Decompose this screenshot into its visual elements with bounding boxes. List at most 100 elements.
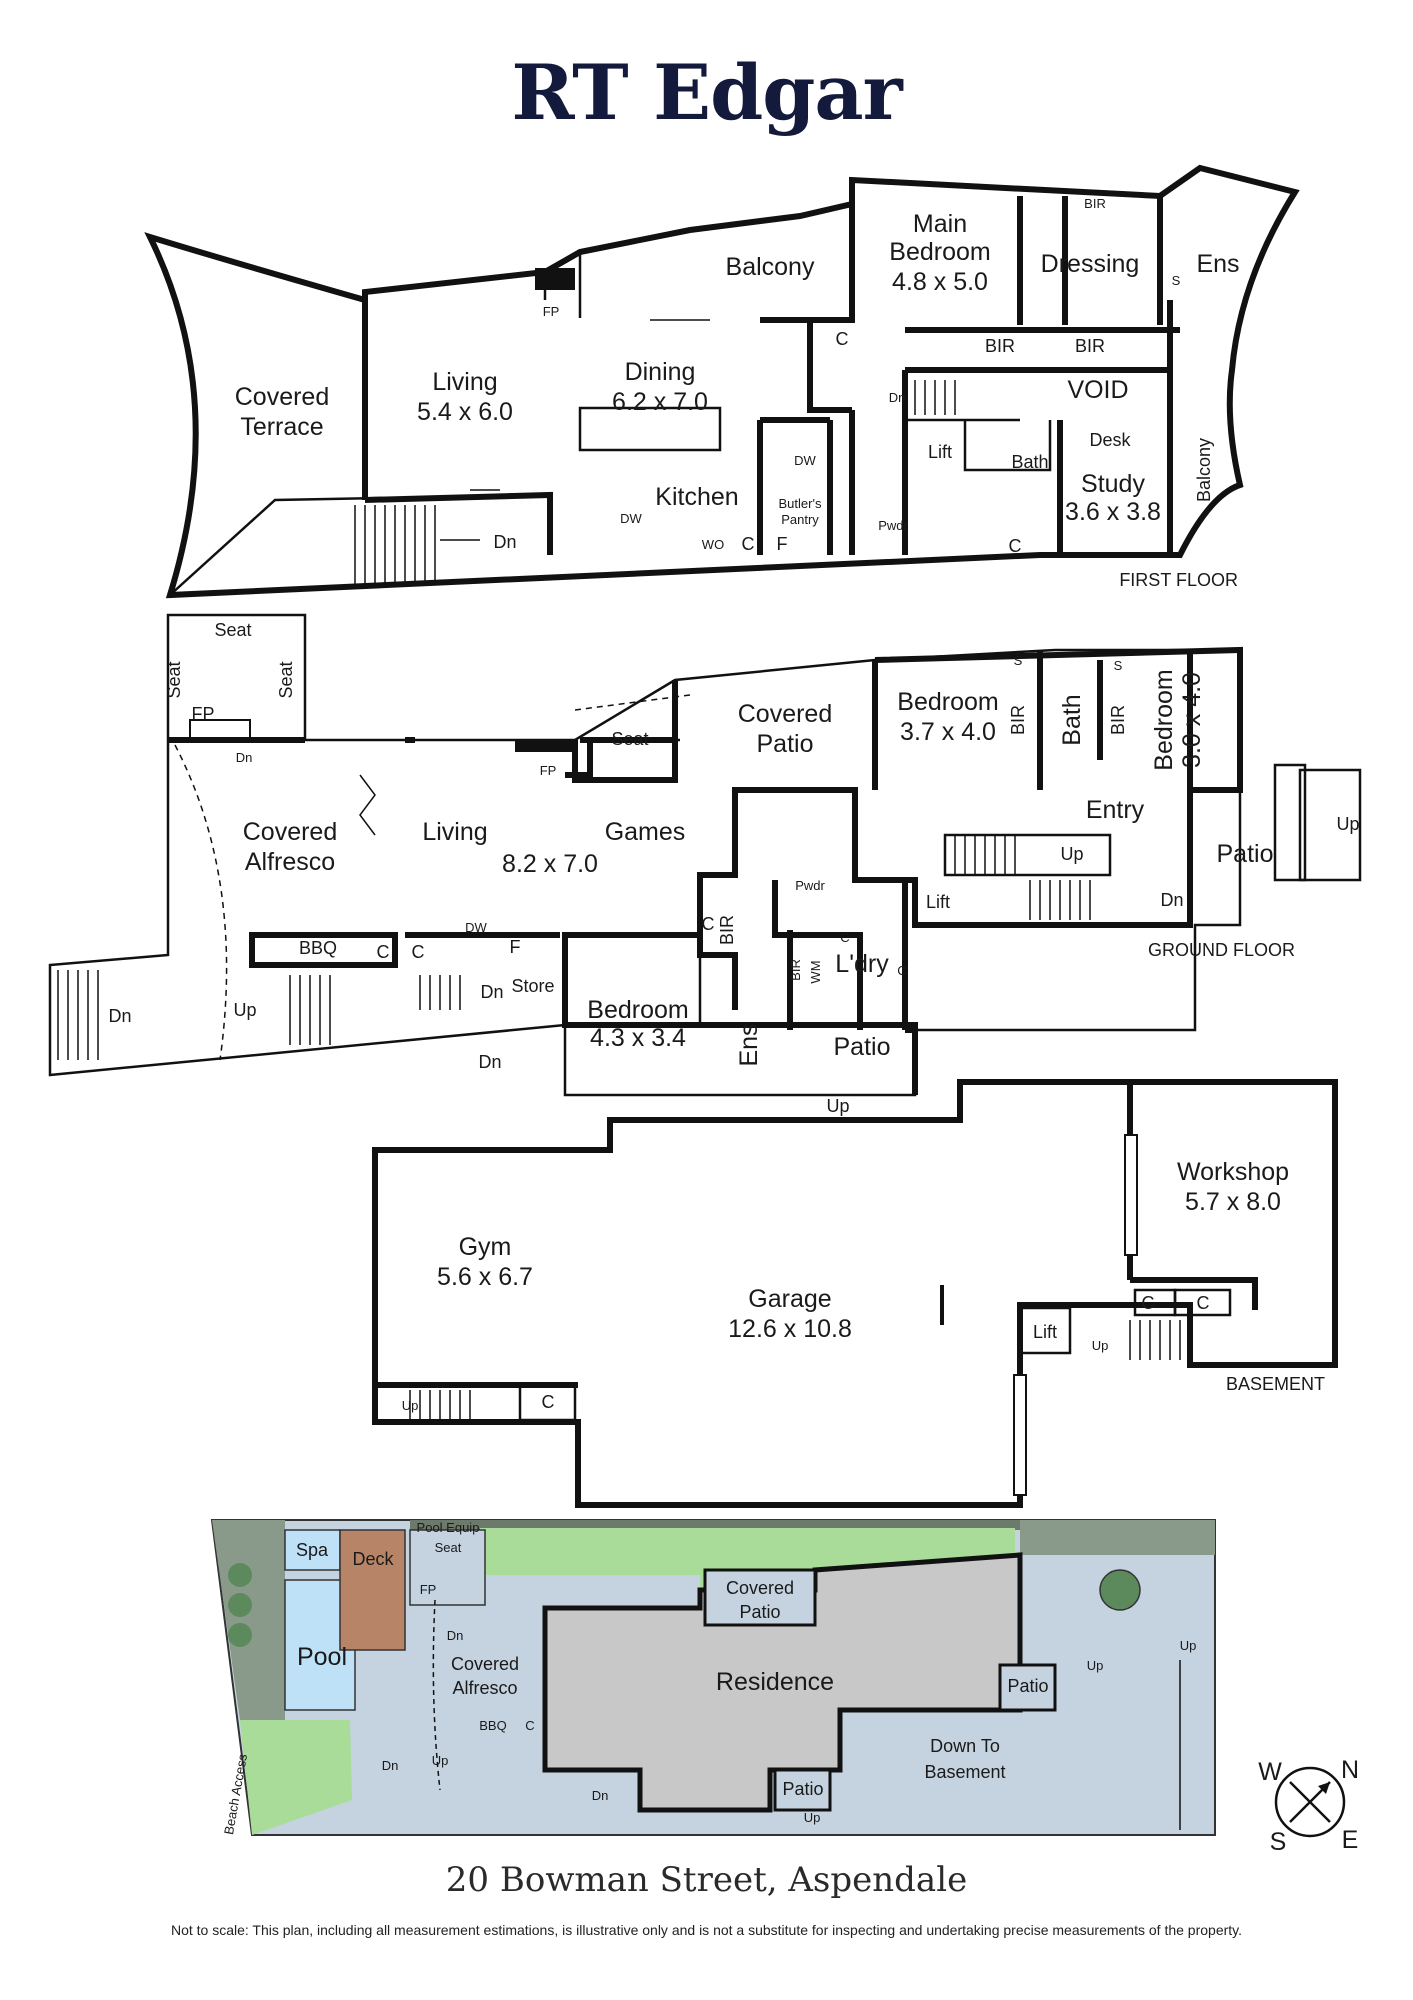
bir-label-3: BIR (1084, 196, 1106, 211)
disclaimer-text: Not to scale: This plan, including all m… (170, 1922, 1243, 1938)
bir-label-ground-2: BIR (1108, 705, 1128, 735)
up-label-basement-2: Up (402, 1398, 419, 1413)
cupboard-label-ground-3: C (702, 914, 715, 934)
cupboard-label: C (742, 534, 755, 554)
fireplace-icon (535, 268, 575, 290)
site-bbq-label: BBQ (479, 1718, 506, 1733)
basement: Gym 5.6 x 6.7 Garage 12.6 x 10.8 Worksho… (372, 1079, 1338, 1508)
living-games-size: 8.2 x 7.0 (502, 850, 598, 878)
powder-label: Pwdr (878, 518, 908, 533)
cupboard-label-ground-5: C (412, 942, 425, 962)
ground-dn-label: Dn (236, 750, 253, 765)
ground-floor-label: GROUND FLOOR (1148, 940, 1295, 960)
bir-label-ground-4: BIR (717, 915, 737, 945)
ensuite-label: Ens (1196, 250, 1239, 278)
site-covered-patio-label: Covered (726, 1578, 794, 1598)
games-label: Games (605, 818, 686, 846)
site-patio-label: Patio (1007, 1676, 1048, 1696)
garage-label: Garage (748, 1285, 831, 1313)
dn-label-entry: Dn (1160, 890, 1183, 910)
study-label: Study (1081, 470, 1145, 498)
dining-size: 6.2 x 7.0 (612, 388, 708, 416)
basement-stairs (409, 1320, 1181, 1420)
covered-alfresco-label: Covered (243, 818, 338, 846)
stair-dn-label: Dn (493, 532, 516, 552)
butlers-pantry-label: Butler's (779, 496, 822, 511)
site-fp-label: FP (420, 1582, 437, 1597)
cupboard-label-3: C (1009, 536, 1022, 556)
ground-fireplace-icon (515, 740, 575, 752)
bedroom-2-size: 3.0 x 4.0 (1178, 672, 1206, 768)
up-label-2: Up (1060, 844, 1083, 864)
compass-w: W (1258, 1758, 1282, 1786)
ground-fp-label-2: FP (540, 763, 557, 778)
ground-floor-stairs (57, 835, 1091, 1060)
seat-label: Seat (214, 620, 251, 640)
seat-label-3: Seat (276, 661, 296, 698)
bir-label-ground-3: BIR (788, 959, 803, 981)
site-residence-label: Residence (716, 1668, 834, 1696)
spa-label: Spa (296, 1540, 329, 1560)
entry-stair-up (943, 833, 1112, 877)
store-label: Store (511, 976, 554, 996)
bedroom-label: Bedroom (897, 688, 998, 716)
lift-label: Lift (928, 442, 952, 462)
living-label-ground: Living (422, 818, 487, 846)
basement-label: BASEMENT (1226, 1374, 1325, 1394)
dining-label: Dining (625, 358, 696, 386)
compass-n: N (1341, 1756, 1359, 1784)
bath-label: Bath (1011, 452, 1048, 472)
main-bedroom-label: Main (913, 210, 967, 238)
shower-s-label: S (1172, 273, 1181, 288)
ground-fp-label: FP (191, 704, 214, 724)
bedroom-2-label: Bedroom (1150, 669, 1178, 770)
compass-north-arrow-icon (1318, 1782, 1330, 1794)
site-up-label-4: Up (1180, 1638, 1197, 1653)
gym-size: 5.6 x 6.7 (437, 1263, 533, 1291)
site-patio-label-2: Patio (782, 1779, 823, 1799)
laundry-label: L'dry (835, 950, 889, 978)
dishwasher-label-ground: DW (465, 920, 487, 935)
site-up-label: Up (432, 1753, 449, 1768)
shower-s-label-ground-2: S (1114, 658, 1123, 673)
up-label: Up (1336, 814, 1359, 834)
covered-terrace-label-2: Terrace (240, 413, 323, 441)
pool-label: Pool (297, 1643, 347, 1671)
first-floor-label: FIRST FLOOR (1119, 570, 1238, 590)
cupboard-label-ground-2: C (897, 963, 906, 978)
bir-label-ground: BIR (1008, 705, 1028, 735)
bedroom-size: 3.7 x 4.0 (900, 718, 996, 746)
seat-label-4: Seat (611, 729, 648, 749)
cupboard-label-basement: C (542, 1392, 555, 1412)
compass: W N S E (1258, 1756, 1359, 1856)
fireplace-label: FP (543, 304, 560, 319)
up-label-alfresco: Up (233, 1000, 256, 1020)
main-bedroom-label-2: Bedroom (889, 238, 990, 266)
side-balcony-label: Balcony (1194, 438, 1214, 502)
down-to-basement-label: Down To (930, 1736, 1000, 1756)
lift-label-basement: Lift (1033, 1322, 1057, 1342)
dn-label-store: Dn (480, 982, 503, 1002)
covered-alfresco-label-2: Alfresco (245, 848, 335, 876)
washing-machine-label: WM (808, 960, 823, 983)
bedroom-3-size: 4.3 x 3.4 (590, 1024, 686, 1052)
void-label: VOID (1067, 376, 1128, 404)
bbq-label: BBQ (299, 938, 337, 958)
desk-label: Desk (1089, 430, 1131, 450)
up-label-3: Up (826, 1096, 849, 1116)
compass-s: S (1270, 1828, 1287, 1856)
shower-s-label-ground: S (1014, 653, 1023, 668)
dishwasher-label-2: DW (794, 453, 816, 468)
down-to-basement-label-2: Basement (924, 1762, 1005, 1782)
patio-label-2: Patio (834, 1033, 891, 1061)
up-label-basement: Up (1092, 1338, 1109, 1353)
balcony-label: Balcony (726, 253, 815, 281)
cupboard-label-basement-2: C (1142, 1293, 1155, 1313)
brand-logo: RT Edgar (511, 48, 902, 137)
site-dn-label-3: Dn (592, 1788, 609, 1803)
seat-label-2: Seat (164, 661, 184, 698)
ground-floor: Seat Seat Seat FP Dn Covered Alfresco Se… (48, 613, 1362, 1116)
covered-terrace-label: Covered (235, 383, 330, 411)
property-address: 20 Bowman Street, Aspendale (445, 1860, 968, 1900)
deck-label: Deck (352, 1549, 394, 1569)
